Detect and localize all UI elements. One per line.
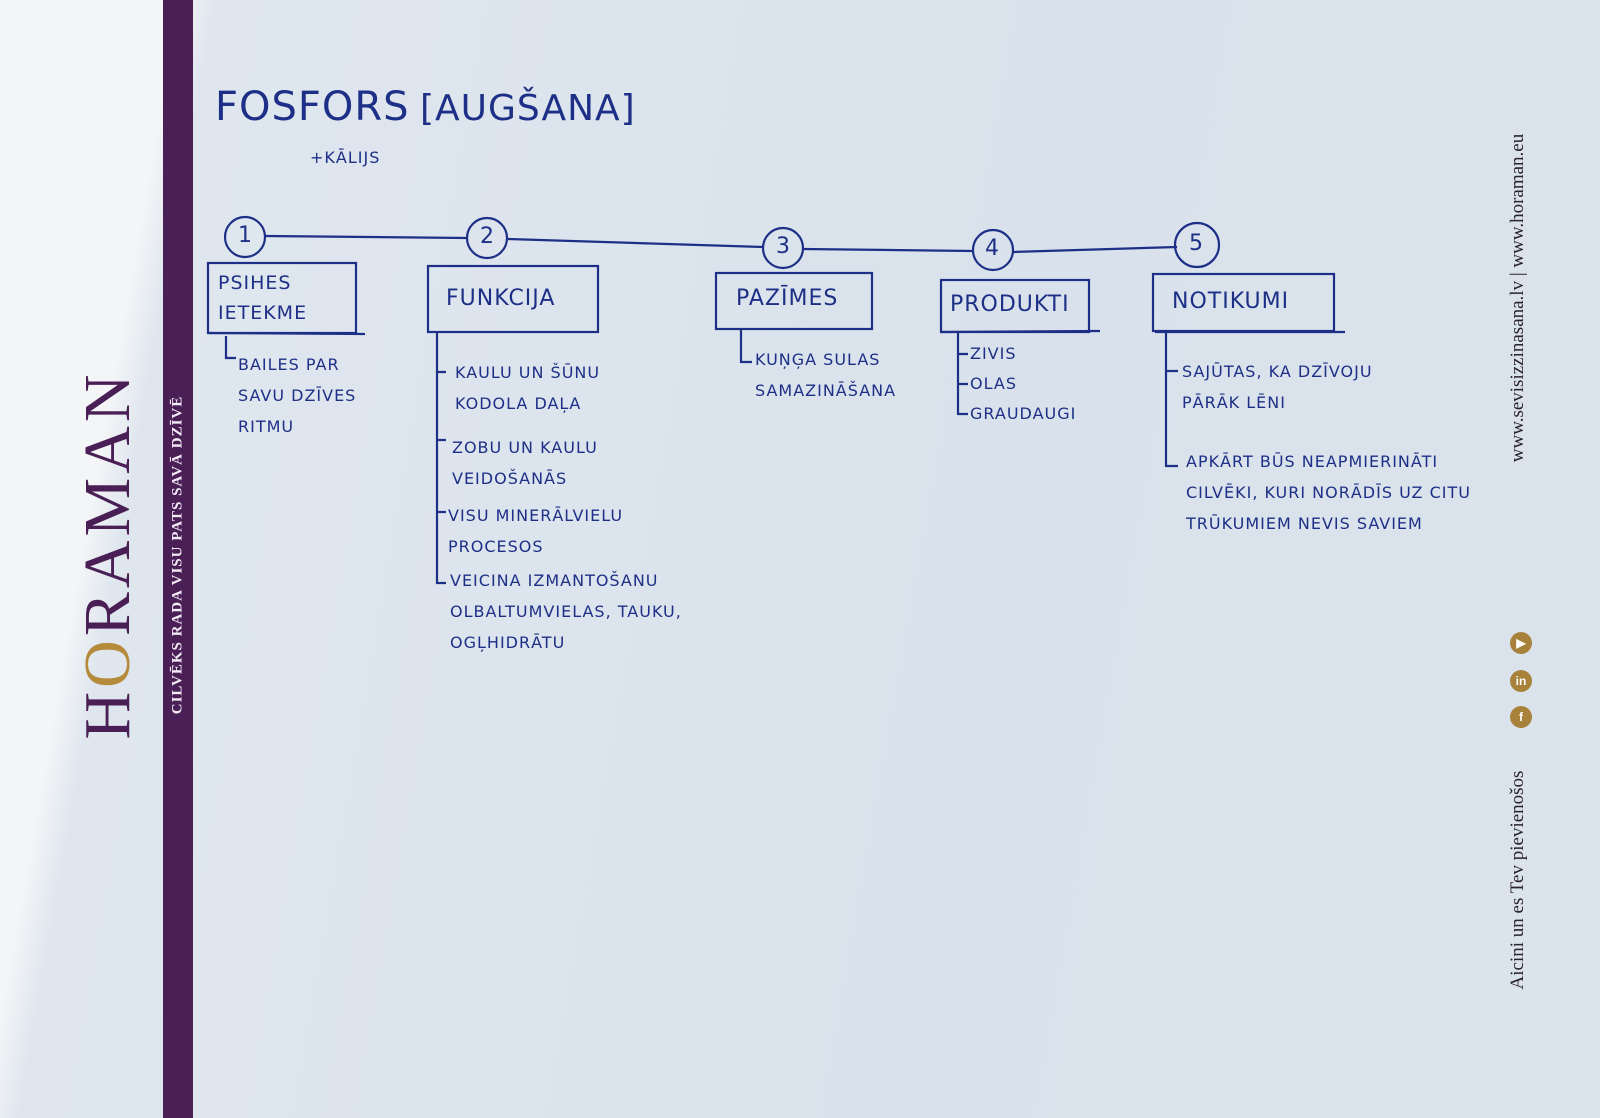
node-circle-3 xyxy=(761,226,805,270)
node-circle-1 xyxy=(223,215,267,259)
node-4-item: OLAS xyxy=(970,374,1017,393)
node-number-5: 5 xyxy=(1189,231,1204,256)
node-2-item: KAULU UN ŠŪNU KODOLA DAĻA xyxy=(455,363,601,413)
node-box-2 xyxy=(426,264,600,334)
title-main: FOSFORS xyxy=(215,84,410,130)
node-number-3: 3 xyxy=(776,234,791,259)
linkedin-icon[interactable]: in xyxy=(1510,670,1532,692)
node-box-3 xyxy=(714,271,874,331)
node-1-item: BAILES PAR SAVU DZĪVES RITMU xyxy=(238,355,357,436)
branch-5 xyxy=(1164,332,1178,468)
node-label-2: FUNKCIJA xyxy=(446,286,556,311)
title-bracket: [AUGŠANA] xyxy=(420,88,636,129)
node-circle-5 xyxy=(1173,221,1221,269)
branch-3 xyxy=(739,330,752,364)
node-2-item: VISU MINERĀLVIELU PROCESOS xyxy=(448,506,624,556)
node-4-item: GRAUDAUGI xyxy=(970,404,1077,423)
title-sub: +KĀLIJS xyxy=(310,148,381,167)
node-number-4: 4 xyxy=(985,236,1000,261)
node-label-4: PRODUKTI xyxy=(950,292,1070,317)
branch-1 xyxy=(224,336,236,360)
branch-4 xyxy=(956,333,968,416)
node-2-item: VEICINA IZMANTOŠANU OLBALTUMVIELAS, TAUK… xyxy=(450,571,682,652)
brand-stripe xyxy=(163,0,193,1118)
node-label-1: PSIHES IETEKME xyxy=(218,272,308,324)
node-label-3: PAZĪMES xyxy=(736,286,839,311)
youtube-icon[interactable]: ▶ xyxy=(1510,632,1532,654)
timeline-line xyxy=(264,234,1178,254)
node-number-2: 2 xyxy=(480,224,495,249)
node-circle-4 xyxy=(971,228,1015,272)
facebook-icon[interactable]: f xyxy=(1510,706,1532,728)
node-circle-2 xyxy=(465,216,509,260)
node-3-item: KUŅĢA SULAS SAMAZINĀŠANA xyxy=(755,350,897,400)
node-4-item: ZIVIS xyxy=(970,344,1017,363)
node-number-1: 1 xyxy=(238,223,253,248)
node-5-item: APKĀRT BŪS NEAPMIERINĀTI CILVĒKI, KURI N… xyxy=(1186,452,1471,533)
node-5-item: SAJŪTAS, KA DZĪVOJU PĀRĀK LĒNI xyxy=(1182,362,1373,412)
node-2-item: ZOBU UN KAULU VEIDOŠANĀS xyxy=(452,438,598,488)
node-label-5: NOTIKUMI xyxy=(1172,289,1290,314)
branch-2 xyxy=(435,332,446,585)
